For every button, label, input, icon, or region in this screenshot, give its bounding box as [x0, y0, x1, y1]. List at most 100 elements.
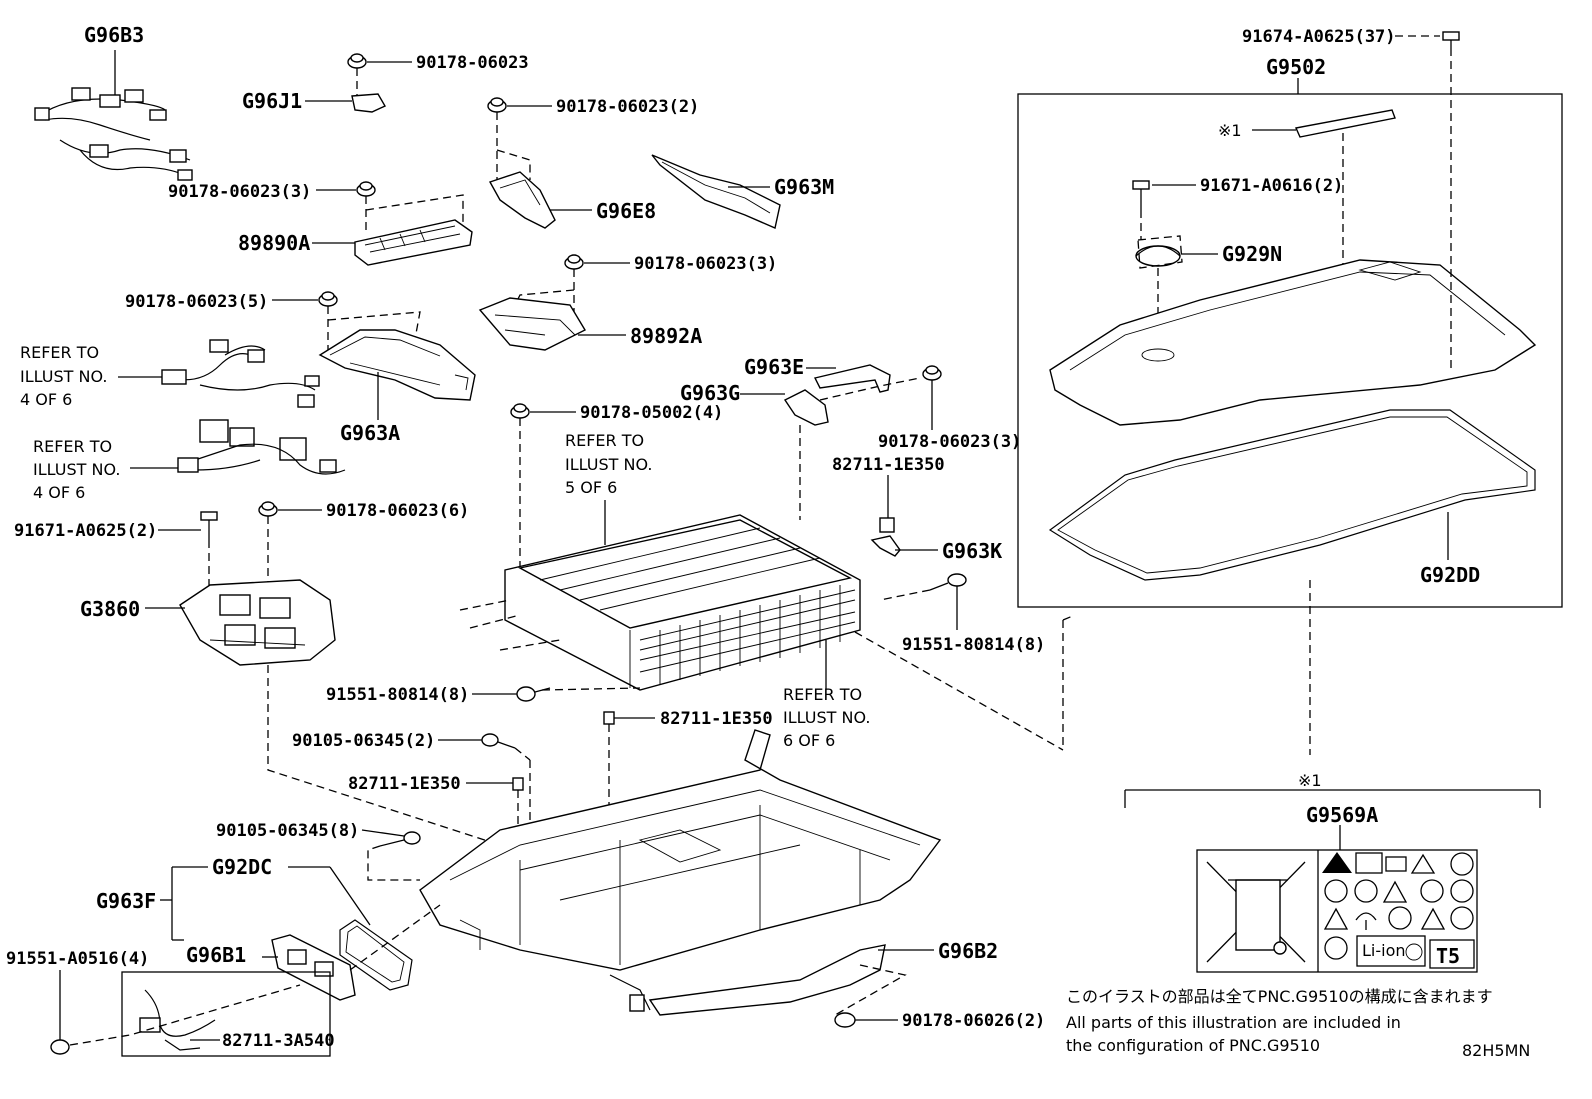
bracket-89892a	[478, 297, 586, 351]
warning-label-strip	[1295, 109, 1396, 138]
label-g963f: G963F	[96, 889, 156, 913]
label-82711-3a540: 82711-3A540	[222, 1031, 335, 1051]
nut-90178-06023-2	[487, 97, 507, 113]
label-91674-a0625-37: 91674-A0625(37)	[1242, 27, 1396, 47]
label-90105-06345-2: 90105-06345(2)	[292, 731, 435, 751]
bracket-g963g	[783, 389, 829, 426]
nut-90178-06023-a	[347, 53, 367, 69]
bracket-89890a	[354, 219, 473, 266]
label-g92dd: G92DD	[1420, 563, 1480, 587]
label-91671-a0625-2: 91671-A0625(2)	[14, 521, 157, 541]
harness-g96b3	[34, 87, 193, 181]
bracket-g963k	[870, 535, 901, 557]
label-g92dc: G92DC	[212, 855, 272, 879]
label-90178-06023-3b: 90178-06023(3)	[634, 254, 777, 274]
bolt-90105-06345-2	[481, 733, 516, 749]
label-90178-06023-2: 90178-06023(2)	[556, 97, 699, 117]
label-90105-06345-8: 90105-06345(8)	[216, 821, 359, 841]
svg-text:ILLUST NO.: ILLUST NO.	[783, 708, 870, 727]
prohibit-icon-6	[1450, 906, 1474, 930]
label-g9502: G9502	[1266, 55, 1326, 79]
bolt-91551-80814-b	[516, 686, 551, 702]
subassembly-box	[121, 971, 331, 1057]
nut-90178-06023-5	[318, 291, 338, 307]
recycle-icon	[1405, 943, 1423, 961]
label-g96b3: G96B3	[84, 23, 144, 47]
svg-text:4 OF 6: 4 OF 6	[33, 483, 85, 502]
label-g3860: G3860	[80, 597, 140, 621]
label-g96j1: G96J1	[242, 89, 302, 113]
nut-90178-06023-3c	[922, 365, 942, 381]
bolt-91551-80814-a	[929, 573, 967, 591]
bracket-g963a	[318, 329, 476, 401]
prohibit-icon-1	[1324, 879, 1348, 903]
label-91671-a0616-2: 91671-A0616(2)	[1200, 176, 1343, 196]
label-mark1: ※1	[1298, 771, 1322, 790]
refer-note-6of6: REFER TO ILLUST NO. 6 OF 6	[783, 685, 870, 750]
bolt-91674-a0625	[1442, 31, 1460, 48]
label-90178-06023: 90178-06023	[416, 53, 529, 73]
lower-tray	[419, 729, 942, 971]
refer-note-4of6-b: REFER TO ILLUST NO. 4 OF 6	[33, 437, 120, 502]
nut-90178-06026-2	[834, 1012, 856, 1028]
bolt-91551-a0516-4	[50, 1039, 70, 1055]
junction-block-g3860	[179, 579, 336, 666]
umbrella-icon	[1355, 912, 1377, 930]
clip-82711-1e350-b	[603, 711, 615, 725]
bolt-90105-06345-8	[379, 831, 421, 847]
clip-g96j1	[351, 93, 386, 113]
bracket-g963m	[651, 154, 781, 229]
footnote-en-2: the configuration of PNC.G9510	[1066, 1036, 1320, 1055]
label-mark1-small: ※1	[1218, 121, 1242, 140]
svg-text:REFER TO: REFER TO	[33, 437, 112, 456]
label-90178-06026-2: 90178-06026(2)	[902, 1011, 1045, 1031]
label-89892a: 89892A	[630, 324, 702, 348]
label-91551-80814-8a: 91551-80814(8)	[902, 635, 1045, 655]
harness-4of6-a	[161, 339, 320, 408]
svg-text:REFER TO: REFER TO	[565, 431, 644, 450]
prohibit-icon-3	[1420, 879, 1444, 903]
harness-4of6-b	[177, 419, 346, 475]
svg-text:5 OF 6: 5 OF 6	[565, 478, 617, 497]
harness-82711-3a540	[139, 989, 216, 1051]
svg-text:REFER TO: REFER TO	[20, 343, 99, 362]
nut-90178-06023-3a	[356, 181, 376, 197]
svg-text:REFER TO: REFER TO	[783, 685, 862, 704]
label-82711-1e350-b: 82711-1E350	[660, 709, 773, 729]
bolt-91671-a0625	[200, 511, 218, 540]
nut-90178-05002-4	[510, 403, 530, 419]
svg-text:ILLUST NO.: ILLUST NO.	[33, 460, 120, 479]
bracket-g963e	[813, 364, 891, 393]
li-ion-mark: Li-ion	[1362, 941, 1406, 960]
label-g96b1: G96B1	[186, 943, 246, 967]
battery-label-g9569a: Li-ion T5	[1196, 849, 1478, 973]
prohibit-icon-2	[1354, 879, 1378, 903]
warning-icon	[1322, 852, 1352, 873]
label-g96e8: G96E8	[596, 199, 656, 223]
label-90178-06023-3a: 90178-06023(3)	[168, 182, 311, 202]
t5-mark: T5	[1436, 944, 1460, 968]
refer-note-4of6-a: REFER TO ILLUST NO. 4 OF 6	[20, 343, 107, 409]
gasket-g92dd	[1048, 409, 1536, 581]
bin-icon	[1235, 879, 1281, 951]
label-g963a: G963A	[340, 421, 400, 445]
footnote-en-1: All parts of this illustration are inclu…	[1066, 1013, 1401, 1032]
label-g963m: G963M	[774, 175, 834, 199]
prohibit-icon-7	[1324, 936, 1348, 960]
label-90178-06023-6: 90178-06023(6)	[326, 501, 469, 521]
clip-82711-1e350-c	[512, 777, 524, 791]
label-g929n: G929N	[1222, 242, 1282, 266]
svg-text:4 OF 6: 4 OF 6	[20, 390, 72, 409]
svg-text:ILLUST NO.: ILLUST NO.	[565, 455, 652, 474]
gasket-g92dc	[339, 919, 413, 991]
label-90178-06023-5: 90178-06023(5)	[125, 292, 268, 312]
svg-text:6 OF 6: 6 OF 6	[783, 731, 835, 750]
illustration-code: 82H5MN	[1462, 1041, 1530, 1060]
upper-cover	[1049, 259, 1537, 426]
label-g96b2: G96B2	[938, 939, 998, 963]
clip-82711-1e350-a	[879, 517, 895, 533]
cap-g929n	[1135, 245, 1181, 267]
label-90178-06023-3c: 90178-06023(3)	[878, 432, 1021, 452]
label-g963e: G963E	[744, 355, 804, 379]
